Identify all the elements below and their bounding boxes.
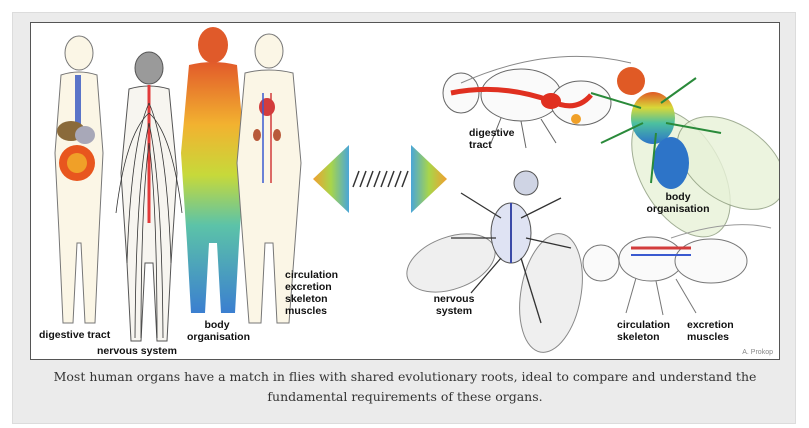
human-nervous-label: nervous system [97,345,177,357]
human-circ-1: circulation [285,269,338,281]
human-body-label: body organisation [187,319,247,343]
human-circ-3: skeleton [285,293,338,305]
human-circulation-label-list: circulation excretion skeleton muscles [285,269,338,317]
illustration-panel: digestive tract nervous system body orga… [30,22,780,360]
fly-body-label: body organisation [643,191,713,215]
fly-nervous-figure [399,171,591,357]
human-digestive-label: digestive tract [39,329,110,341]
fly-excr-1: excretion [687,319,734,331]
double-arrow-icon [313,145,447,213]
fly-circulation-figure [583,225,771,315]
fly-circulation-label-list: circulation skeleton [617,319,670,343]
human-circ-4: muscles [285,305,338,317]
fly-excretion-label-list: excretion muscles [687,319,734,343]
figure-caption: Most human organs have a match in flies … [30,367,780,407]
fly-excr-2: muscles [687,331,734,343]
human-digestive-figure [55,36,103,323]
fly-body-organisation-figure [591,67,780,254]
fly-circ-2: skeleton [617,331,670,343]
human-circ-2: excretion [285,281,338,293]
fly-nervous-label: nervous system [429,293,479,317]
fly-digestive-label: digestive tract [469,127,523,151]
image-credit: A. Prokop [742,349,773,356]
fly-circ-1: circulation [617,319,670,331]
human-body-organisation-figure [181,27,245,313]
human-nervous-figure [116,52,182,341]
